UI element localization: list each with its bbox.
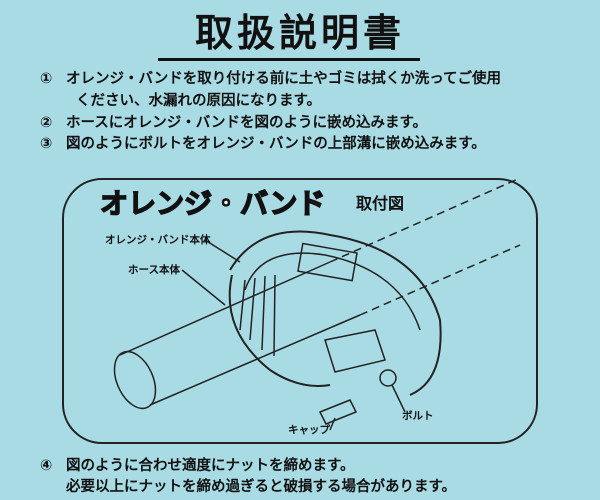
instruction-4-cont: 必要以上にナットを締め過ぎると破損する場合があります。 — [66, 479, 457, 495]
page-title: 取扱説明書 — [194, 11, 405, 55]
instruction-1: ① オレンジ・バンドを取り付ける前に土やゴミは拭くか洗ってご使用 — [40, 70, 501, 88]
label-band-body: オレンジ・バンド本体 — [105, 234, 211, 246]
diagram-frame — [62, 178, 538, 444]
instruction-3: ③ 図のようにボルトをオレンジ・バンドの上部溝に嵌め込みます。 — [40, 135, 486, 153]
diagram-subtitle: 取付図 — [356, 194, 405, 213]
label-bolt: ボルト — [402, 410, 434, 422]
instruction-1-cont: ください、水漏れの原因になります。 — [76, 93, 322, 109]
step-number: ③ — [40, 136, 53, 152]
step-number: ① — [40, 71, 53, 87]
title-underline — [158, 58, 420, 61]
diagram-title: オレンジ・バンド — [99, 187, 326, 221]
instruction-text: 図のように合わせ適度にナットを締めます。 — [66, 458, 355, 474]
step-number: ② — [40, 115, 53, 131]
label-cap: キャップ — [288, 424, 330, 436]
step-number: ④ — [40, 458, 53, 474]
label-hose-body: ホース本体 — [128, 264, 180, 276]
instruction-text: 図のようにボルトをオレンジ・バンドの上部溝に嵌め込みます。 — [66, 136, 486, 152]
instruction-text: ホースにオレンジ・バンドを図のように嵌め込みます。 — [66, 115, 428, 131]
instruction-4: ④ 図のように合わせ適度にナットを締めます。 — [40, 457, 355, 475]
instruction-text: オレンジ・バンドを取り付ける前に土やゴミは拭くか洗ってご使用 — [66, 71, 501, 87]
instruction-2: ② ホースにオレンジ・バンドを図のように嵌め込みます。 — [40, 114, 427, 132]
